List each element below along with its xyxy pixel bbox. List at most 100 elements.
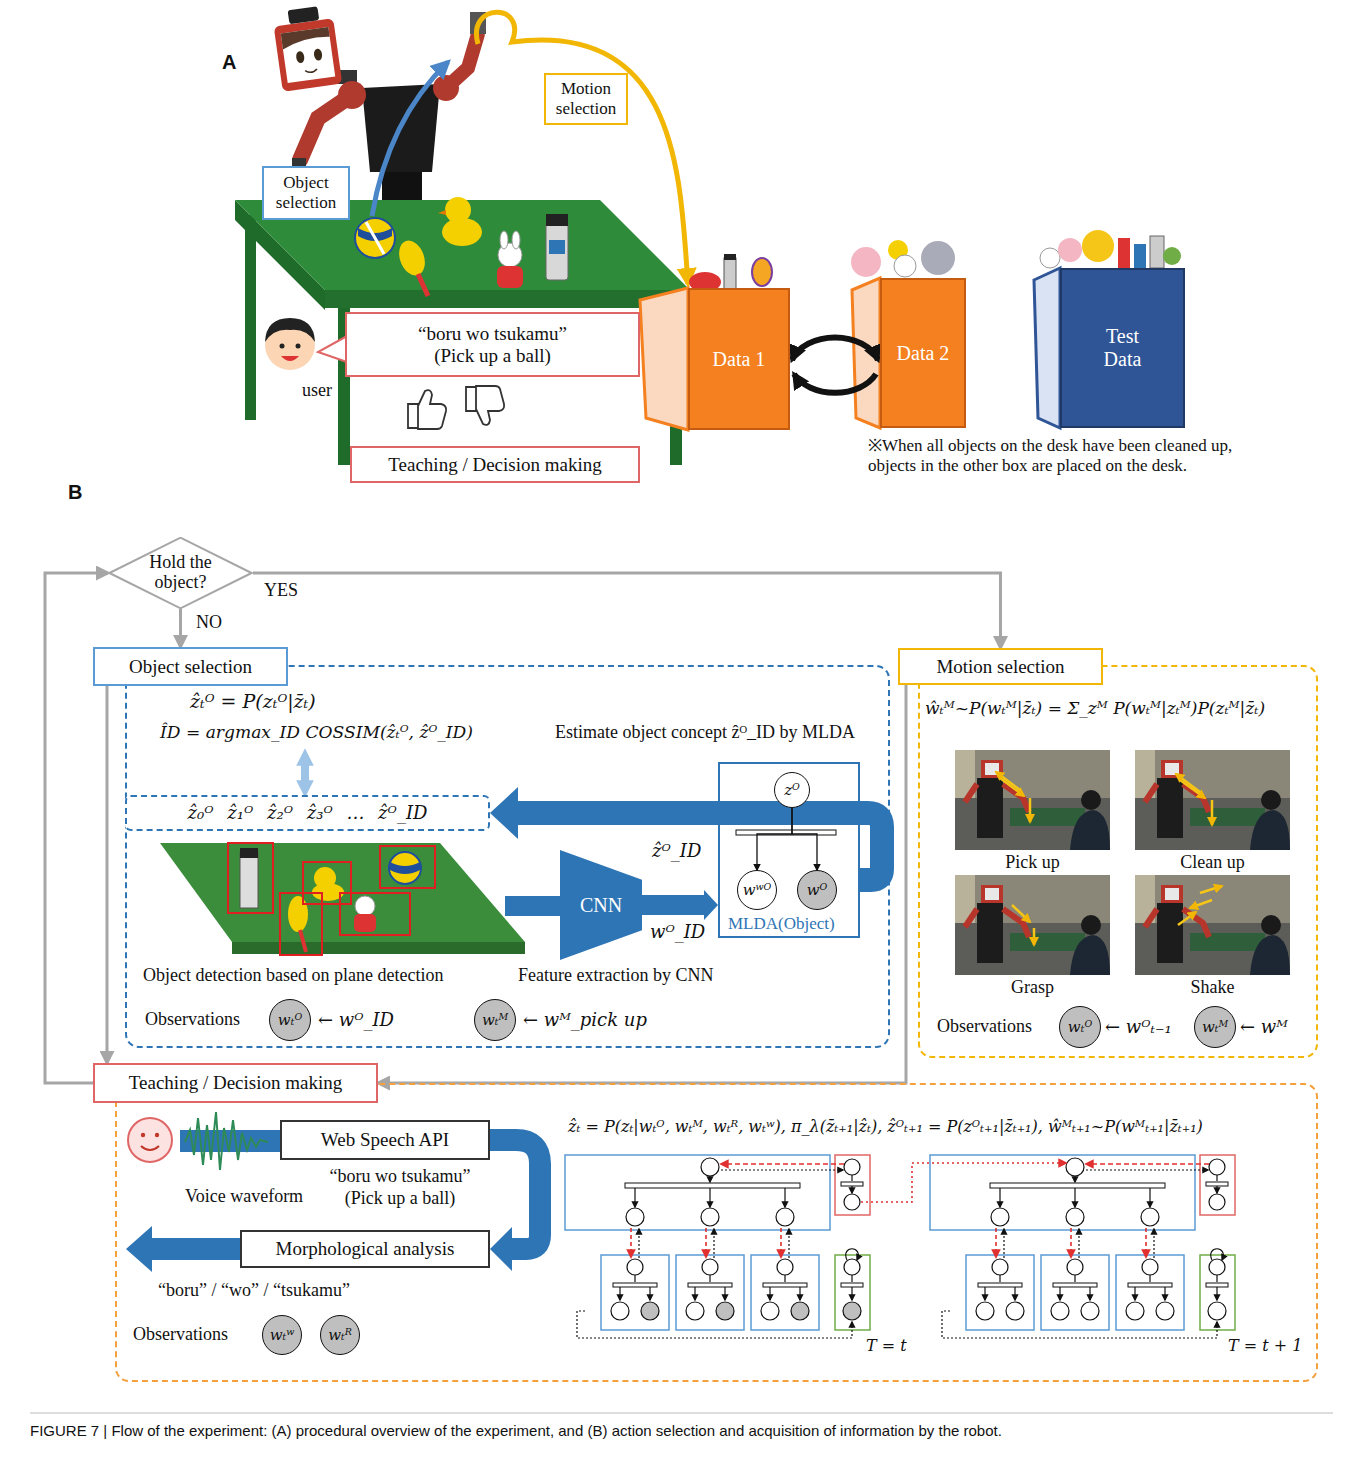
motion-photos xyxy=(955,750,1290,975)
node-text: Web Speech API xyxy=(321,1129,449,1151)
motion-arrow xyxy=(476,12,688,284)
node-text: ẑ₀ᴼ ẑ₁ᴼ ẑ₂ᴼ ẑ₃ᴼ … ẑᴼ_ID xyxy=(188,803,428,824)
node-text: CNN xyxy=(580,894,622,917)
detection-table xyxy=(240,853,258,908)
graphical-model xyxy=(861,1163,1066,1202)
connector xyxy=(490,787,882,880)
graphical-model xyxy=(565,1155,1235,1338)
step-box: Motion selection xyxy=(544,73,628,125)
connector xyxy=(253,573,1001,648)
node-text: wₜᴹ xyxy=(1202,1018,1228,1036)
box-sides xyxy=(1034,268,1060,428)
text-label: ÎD = argmax_ID COSSIM(ẑₜᴼ, ẑᴼ_ID) xyxy=(160,722,473,743)
process-box: Morphological analysis xyxy=(240,1230,490,1268)
node-text: wₜᴿ xyxy=(328,1326,352,1344)
text-label: ẑₜᴼ = P(zₜᴼ|z̄ₜ) xyxy=(190,690,316,713)
detection-table xyxy=(390,862,420,874)
diamond-outline xyxy=(109,538,251,609)
token-arrow xyxy=(126,1226,242,1272)
speaker-face xyxy=(141,1146,159,1150)
text-label: B xyxy=(68,480,82,504)
robot xyxy=(288,6,320,24)
cycle-arrow xyxy=(794,374,876,393)
cnn-block: CNN xyxy=(560,850,642,960)
node-text: Data 1 xyxy=(713,348,766,371)
process-panel: Teaching / Decision makingWeb Speech API… xyxy=(93,1063,1318,1382)
node-text: Morphological analysis xyxy=(276,1238,455,1260)
text-label: Shake xyxy=(1135,977,1290,999)
motion-photos xyxy=(1176,774,1200,792)
detection-table xyxy=(340,893,410,935)
band-head xyxy=(490,787,518,839)
toy-objects xyxy=(445,197,471,223)
user-face xyxy=(296,344,301,349)
thumb-icons xyxy=(408,390,446,429)
thumb-icons xyxy=(408,386,504,429)
data-band xyxy=(490,1140,540,1249)
motion-photos xyxy=(955,750,1110,850)
data-box: Test Data xyxy=(1060,268,1185,428)
speaker-face xyxy=(141,1133,145,1137)
connector xyxy=(107,686,108,1063)
robot xyxy=(281,27,335,83)
desk xyxy=(245,215,256,420)
thumb-icons xyxy=(466,386,504,425)
decision-diamond: Hold the object? xyxy=(108,537,253,609)
text-label: Observations xyxy=(145,1009,240,1031)
detection-table xyxy=(314,867,336,889)
motion-photos xyxy=(1178,912,1196,925)
panel-border xyxy=(918,665,1318,1058)
detection-table xyxy=(389,852,421,884)
process-panel: Object selectionẑ₀ᴼ ẑ₁ᴼ ẑ₂ᴼ ẑ₃ᴼ … ẑᴼ_IDC… xyxy=(93,647,890,1048)
thumb-icons xyxy=(466,386,504,425)
node-text: Object selection xyxy=(268,173,344,212)
detection-table xyxy=(228,843,435,955)
toy-objects xyxy=(355,197,568,296)
box-contents xyxy=(1082,230,1114,262)
text-label: Estimate object concept ẑᴼ_ID by MLDA xyxy=(555,722,855,744)
connector xyxy=(180,609,181,647)
text-label: Observations xyxy=(133,1324,228,1346)
user-face xyxy=(281,356,299,361)
motion-photos xyxy=(1012,905,1030,922)
match-arrow xyxy=(301,757,309,789)
detection-table xyxy=(380,846,435,888)
toy-objects xyxy=(500,231,508,249)
observed-node: wₜᴿ xyxy=(320,1315,360,1355)
motion-photos xyxy=(996,772,1222,945)
node-text: wₜᴼ xyxy=(1068,1018,1092,1036)
robot xyxy=(281,27,331,50)
box-contents xyxy=(1134,244,1146,270)
observed-node: wₜʷ xyxy=(262,1315,302,1355)
box-contents xyxy=(724,258,736,290)
band-head xyxy=(704,890,718,920)
box-sides xyxy=(640,288,688,430)
motion-photos xyxy=(1211,800,1214,825)
speaker-face xyxy=(128,1118,172,1162)
toy-objects xyxy=(395,237,430,279)
toy-objects xyxy=(497,266,523,288)
detection-table xyxy=(228,843,273,913)
box-contents xyxy=(921,241,955,275)
model-box: MLDA(Object)zᴼwʷᴼwᴼ xyxy=(718,762,860,938)
detection-table xyxy=(160,843,525,955)
node-text: Teaching / Decision making xyxy=(129,1072,342,1094)
flow-arrow xyxy=(378,685,906,1083)
user-face xyxy=(265,318,315,342)
text-label: ŵₜᴹ~P(wₜᴹ|z̄ₜ) = Σ_zᴹ P(wₜᴹ|zₜᴹ)P(zₜᴹ|z̄… xyxy=(925,698,1265,718)
toy-objects xyxy=(355,218,395,258)
toy-objects xyxy=(549,240,565,254)
text-label: ← wᴼₜ₋₁ xyxy=(1105,1016,1172,1038)
text-label: “boru” / “wo” / “tsukamu” xyxy=(158,1280,350,1302)
motion-photos xyxy=(955,875,1110,975)
robot xyxy=(272,4,343,92)
text-label: Observations xyxy=(937,1016,1032,1038)
connector xyxy=(490,1140,540,1271)
data-box: Data 1 xyxy=(688,288,790,430)
speech-bubble: “boru wo tsukamu” (Pick up a ball) xyxy=(345,312,640,377)
robot xyxy=(305,69,317,73)
latent-node: zᴼ xyxy=(774,772,810,808)
